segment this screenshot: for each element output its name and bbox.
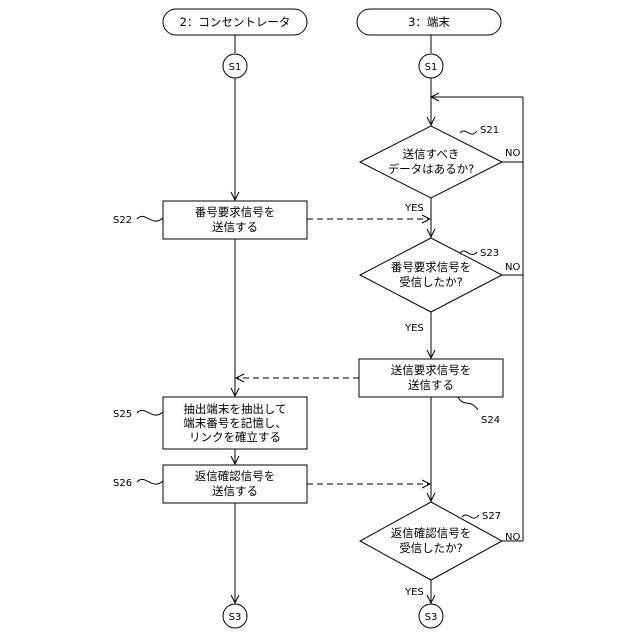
step-label-s26-text: S26 xyxy=(113,478,132,489)
decision-s21-no-label: NO xyxy=(505,148,520,159)
process-s25-line3: リンクを確立する xyxy=(189,430,281,444)
process-s22-line2: 送信する xyxy=(212,220,258,234)
connector-right-end-label: S3 xyxy=(425,612,438,623)
step-label-s25: S25 xyxy=(113,409,163,420)
decision-s21-yes-label: YES xyxy=(404,203,424,214)
process-s22: 番号要求信号を 送信する xyxy=(163,201,307,239)
process-s24: 送信要求信号を 送信する xyxy=(359,359,503,397)
decision-s21-line1: 送信すべき xyxy=(403,147,460,161)
step-label-s24-text: S24 xyxy=(481,415,500,426)
step-label-s22: S22 xyxy=(113,215,163,226)
decision-s27-yes-label: YES xyxy=(404,587,424,598)
process-s25-line1: 抽出端末を抽出して xyxy=(183,402,286,416)
connector-right-start: S1 xyxy=(419,54,443,78)
connector-left-start-label: S1 xyxy=(229,62,242,73)
lane-header-concentrator-label: 2：コンセントレータ xyxy=(180,15,291,29)
connector-left-end: S3 xyxy=(223,604,247,628)
decision-s23-no-label: NO xyxy=(505,262,520,273)
step-label-s22-text: S22 xyxy=(113,215,132,226)
connector-left-end-label: S3 xyxy=(229,612,242,623)
step-label-s26: S26 xyxy=(113,478,163,489)
process-s25: 抽出端末を抽出して 端末番号を記憶し、 リンクを確立する xyxy=(163,397,307,449)
connector-right-end: S3 xyxy=(419,604,443,628)
process-s25-line2: 端末番号を記憶し、 xyxy=(183,416,287,430)
connector-left-start: S1 xyxy=(223,54,247,78)
process-s24-line2: 送信する xyxy=(408,378,454,392)
decision-s23-yes-label: YES xyxy=(404,323,424,334)
decision-s27-no-label: NO xyxy=(505,532,520,543)
decision-s21: 送信すべき データはあるか? xyxy=(360,126,502,198)
lane-header-terminal: 3：端末 xyxy=(357,9,501,35)
process-s26: 返信確認信号を 送信する xyxy=(163,465,307,503)
decision-s23-line2: 受信したか? xyxy=(399,275,463,289)
decision-s23-line1: 番号要求信号を xyxy=(391,260,472,274)
connector-right-start-label: S1 xyxy=(425,62,438,73)
lane-header-concentrator: 2：コンセントレータ xyxy=(163,9,307,35)
step-label-s27: S27 xyxy=(462,511,501,522)
decision-s21-line2: データはあるか? xyxy=(388,162,475,176)
process-s24-line1: 送信要求信号を xyxy=(391,363,472,377)
decision-s27-line2: 受信したか? xyxy=(399,541,463,555)
process-s22-line1: 番号要求信号を xyxy=(195,205,276,219)
step-label-s23-text: S23 xyxy=(480,248,499,259)
step-label-s21: S21 xyxy=(460,125,499,136)
lane-header-terminal-label: 3：端末 xyxy=(408,15,450,29)
process-s26-line2: 送信する xyxy=(212,484,258,498)
decision-s27: 返信確認信号を 受信したか? xyxy=(360,502,502,580)
process-s26-line1: 返信確認信号を xyxy=(195,469,276,483)
step-label-s27-text: S27 xyxy=(482,511,501,522)
step-label-s24: S24 xyxy=(458,397,500,426)
step-label-s21-text: S21 xyxy=(480,125,499,136)
decision-s27-line1: 返信確認信号を xyxy=(391,526,472,540)
step-label-s25-text: S25 xyxy=(113,409,132,420)
